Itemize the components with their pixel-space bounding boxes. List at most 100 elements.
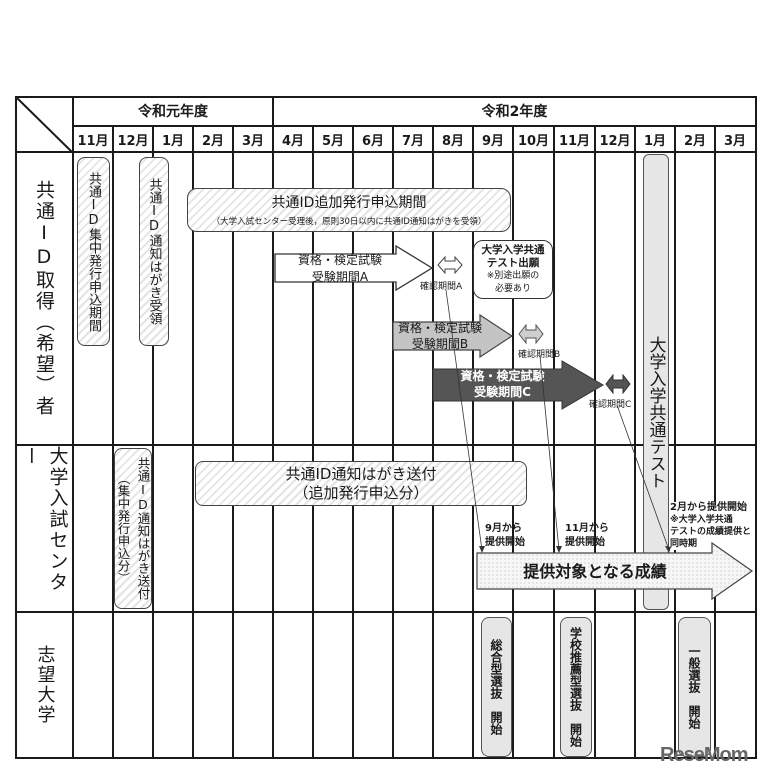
month-header: 4月 [281, 133, 305, 149]
grid-header-bottom [15, 151, 757, 153]
arrow-text: 受験期間C [474, 385, 531, 399]
grid-month-line [352, 125, 354, 759]
grid-month-line [232, 125, 234, 759]
arrow-text: 受験期間B [411, 337, 469, 351]
grid-month-line [392, 125, 394, 759]
grid-row1-bottom [15, 444, 757, 446]
box-note: ※別途出願の [486, 270, 540, 281]
confirm-a-double-arrow-icon [437, 256, 463, 274]
grid-month-line [594, 125, 596, 759]
grid-month-line [192, 125, 194, 759]
grid-month-line [112, 125, 114, 759]
provided-scores-label: 提供対象となる成績 [523, 562, 667, 581]
month-header: 11月 [77, 133, 109, 149]
bar-label: 共通ID通知はがき受領 [146, 178, 162, 325]
note-line: 9月から [485, 523, 522, 534]
grid-month-line [674, 125, 676, 759]
grid-top-border [15, 96, 757, 98]
era-reiwa2: 令和2年度 [481, 104, 548, 120]
grid-label-divider [72, 96, 74, 759]
resemom-watermark-logo: ReseMom [660, 744, 748, 766]
row-label-center: 大学入試センター [17, 446, 72, 611]
confirm-period-c-label: 確認期間C [589, 400, 632, 410]
exam-period-a-label: 資格・検定試験 受験期間A [280, 252, 400, 286]
grid-month-line [432, 125, 434, 759]
note-line: テストの成績提供と [670, 527, 752, 537]
month-header: 6月 [361, 133, 385, 149]
grid-era-split [272, 96, 274, 759]
month-header: 10月 [517, 133, 550, 149]
bar-label: 総合型選抜 開始 [489, 639, 503, 735]
month-header: 9月 [481, 133, 505, 149]
grid-left-border [15, 96, 17, 759]
month-header: 2月 [683, 133, 707, 149]
grid-right-border [755, 96, 757, 759]
grid-era-divider [73, 125, 757, 127]
month-header: 3月 [723, 133, 747, 149]
grid-row2-bottom [15, 611, 757, 613]
row-label-text: 共通ID取得（希望）者 [33, 180, 55, 417]
month-header: 8月 [441, 133, 465, 149]
school-recommendation-bar: 学校推薦型選抜 開始 [560, 617, 592, 757]
month-header: 1月 [161, 133, 185, 149]
note-line: 同時期 [670, 539, 698, 549]
month-header: 7月 [401, 133, 425, 149]
arrow-text: 資格・検定試験 [297, 253, 382, 267]
grid-month-line [312, 125, 314, 759]
from-november-note: 11月から 提供開始 [565, 522, 609, 550]
box-note: 必要あり [494, 283, 531, 294]
bar-label: 学校推薦型選抜 開始 [568, 627, 583, 747]
bar-label: （集中発行申込分） [115, 472, 131, 585]
grid-month-line [634, 125, 636, 759]
box-title: テスト出願 [486, 256, 540, 269]
row-label-university: 志望大学 [17, 613, 72, 757]
confirm-period-b-label: 確認期間B [518, 350, 561, 360]
month-header: 11月 [558, 133, 591, 149]
confirm-period-a-label: 確認期間A [420, 282, 463, 292]
row-label-applicant: 共通ID取得（希望）者 [17, 153, 72, 444]
provided-scores-arrow [476, 542, 754, 600]
additional-send-box: 共通ID通知はがき送付 （追加発行申込分） [195, 461, 527, 506]
general-selection-bar: 一般選抜 開始 [678, 617, 711, 757]
month-header: 3月 [241, 133, 265, 149]
row-label-text: 大学入試センター [19, 446, 69, 593]
additional-apply-period-box: 共通ID追加発行申込期間 （大学入試センター受理後，原則30日以内に共通ID通知… [187, 188, 511, 232]
grid-month-line [553, 125, 555, 759]
box-title: （追加発行申込分） [293, 483, 429, 502]
box-title: 共通ID追加発行申込期間 [271, 195, 427, 211]
arrow-text: 資格・検定試験 [397, 321, 482, 335]
receive-card-bar: 共通ID通知はがき受領 [139, 157, 169, 346]
month-header: 2月 [201, 133, 225, 149]
month-header: 5月 [321, 133, 345, 149]
note-line: 提供開始 [485, 537, 525, 548]
box-title: 大学入学共通 [481, 243, 545, 256]
exam-period-c-label: 資格・検定試験 受験期間C [440, 368, 565, 400]
arrow-text: 受験期間A [311, 270, 369, 284]
bar-label: 共通ID通知はがき送付 [135, 457, 151, 600]
era-reiwa1: 令和元年度 [138, 104, 208, 120]
bar-label: 一般選抜 開始 [687, 645, 701, 729]
box-title: 共通ID通知はがき送付 [285, 464, 437, 483]
grid-month-line [714, 125, 716, 759]
exam-period-b-label: 資格・検定試験 受験期間B [396, 320, 484, 352]
exam-period-a-arrow [274, 245, 434, 291]
month-header: 12月 [599, 133, 631, 149]
note-line: 提供開始 [565, 537, 605, 548]
note-line: 2月から提供開始 [670, 502, 747, 513]
box-note: （大学入試センター受理後，原則30日以内に共通ID通知はがきを受領） [211, 217, 487, 227]
month-header: 1月 [643, 133, 667, 149]
bulk-send-bar: 共通ID通知はがき送付 （集中発行申込分） [114, 448, 152, 609]
confirm-c-double-arrow-icon [605, 374, 631, 394]
grid-bottom-border [15, 757, 757, 759]
from-september-note: 9月から 提供開始 [485, 522, 525, 550]
bar-label: 大学入学共通テスト [645, 335, 666, 489]
bulk-apply-period-bar: 共通ID集中発行申込期間 [77, 157, 110, 346]
corner-diagonal [16, 97, 73, 153]
confirm-b-double-arrow-icon [518, 324, 544, 344]
bar-label: 共通ID集中発行申込期間 [86, 171, 101, 332]
arrow-text: 資格・検定試験 [460, 369, 545, 383]
grid-month-line [512, 125, 514, 759]
grid-month-line [152, 125, 154, 759]
note-line: ※大学入学共通 [670, 515, 733, 525]
note-line: 11月から [565, 523, 609, 534]
